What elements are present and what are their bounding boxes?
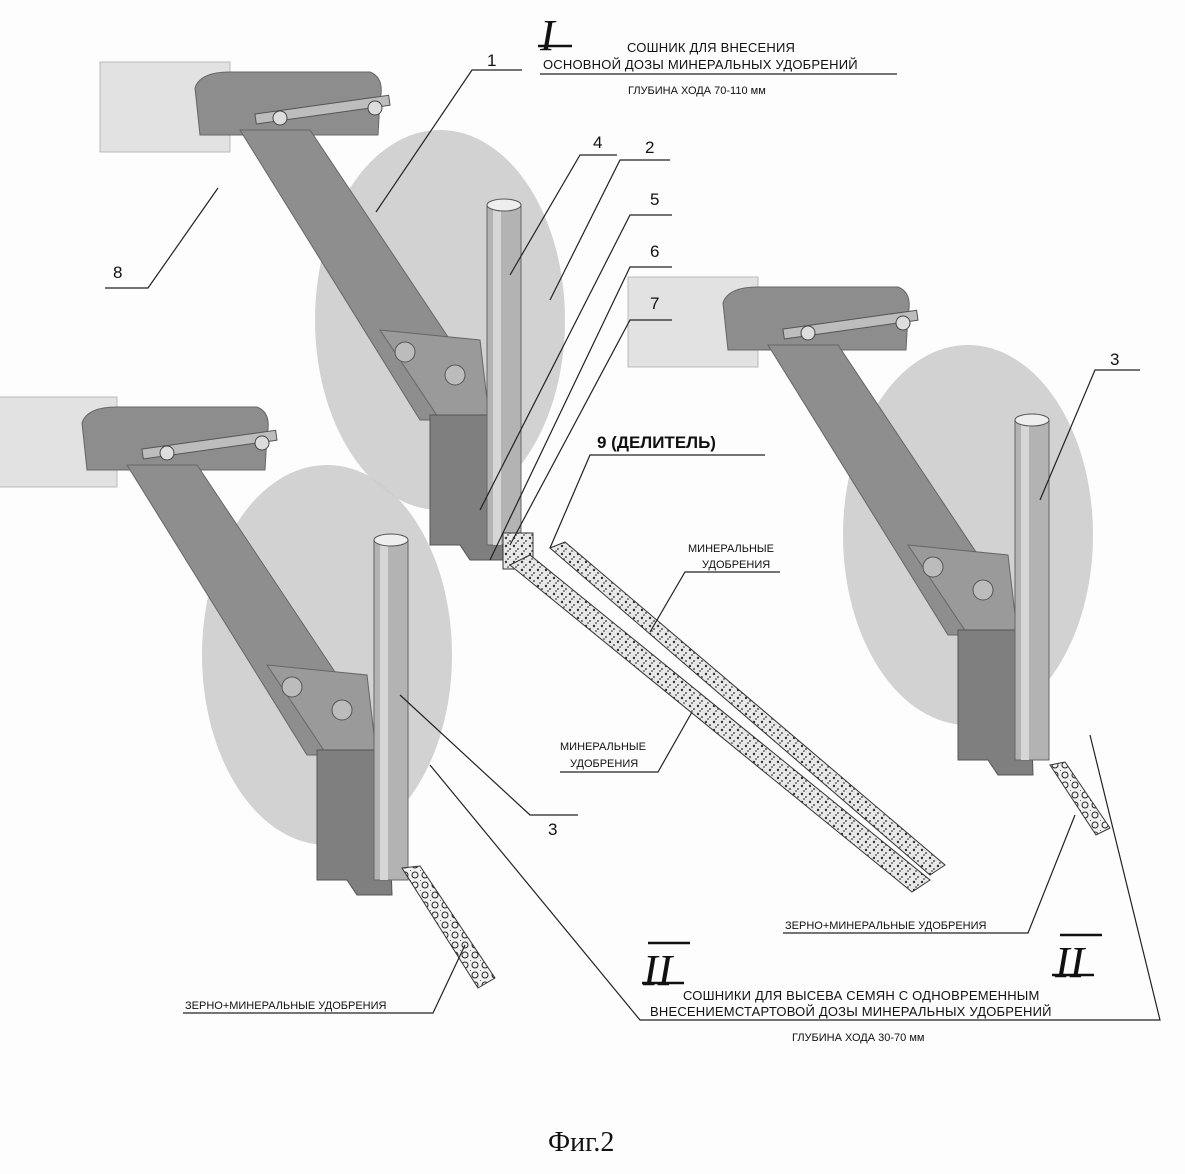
- svg-text:МИНЕРАЛЬНЫЕ: МИНЕРАЛЬНЫЕ: [560, 741, 646, 753]
- svg-text:УДОБРЕНИЯ: УДОБРЕНИЯ: [570, 758, 638, 770]
- figure-caption: Фиг.2: [548, 1127, 614, 1158]
- svg-text:5: 5: [650, 190, 659, 209]
- section-one-title-1: СОШНИК ДЛЯ ВНЕСЕНИЯ: [627, 40, 795, 55]
- svg-text:6: 6: [650, 242, 659, 261]
- section-two-depth: ГЛУБИНА ХОДА 30-70 мм: [792, 1032, 924, 1044]
- svg-text:ЗЕРНО+МИНЕРАЛЬНЫЕ УДОБРЕНИЯ: ЗЕРНО+МИНЕРАЛЬНЫЕ УДОБРЕНИЯ: [185, 1000, 387, 1012]
- callout-8: 8: [105, 188, 218, 288]
- svg-text:2: 2: [645, 138, 654, 157]
- section-one-numeral: I: [539, 11, 557, 60]
- callout-2: 2: [550, 138, 670, 300]
- callout-9-divider: 9 (ДЕЛИТЕЛЬ): [550, 433, 765, 548]
- note-seed-left: ЗЕРНО+МИНЕРАЛЬНЫЕ УДОБРЕНИЯ: [183, 945, 465, 1013]
- svg-text:4: 4: [593, 133, 602, 152]
- svg-text:ЗЕРНО+МИНЕРАЛЬНЫЕ УДОБРЕНИЯ: ЗЕРНО+МИНЕРАЛЬНЫЕ УДОБРЕНИЯ: [785, 920, 987, 932]
- seed-strip-left: [402, 866, 495, 988]
- section-two-title-2: ВНЕСЕНИЕМСТАРТОВОЙ ДОЗЫ МИНЕРАЛЬНЫХ УДОБ…: [650, 1004, 1052, 1019]
- svg-text:3: 3: [548, 820, 557, 839]
- svg-text:7: 7: [650, 294, 659, 313]
- section-two-numeral-right: II: [1054, 938, 1087, 987]
- svg-text:МИНЕРАЛЬНЫЕ: МИНЕРАЛЬНЫЕ: [688, 543, 774, 555]
- section-two-title-1: СОШНИКИ ДЛЯ ВЫСЕВА СЕМЯН С ОДНОВРЕМЕННЫМ: [683, 988, 1040, 1003]
- svg-text:9 (ДЕЛИТЕЛЬ): 9 (ДЕЛИТЕЛЬ): [597, 433, 716, 452]
- svg-text:8: 8: [113, 263, 122, 282]
- section-one-title-2: ОСНОВНОЙ ДОЗЫ МИНЕРАЛЬНЫХ УДОБРЕНИЙ: [543, 57, 858, 72]
- svg-text:УДОБРЕНИЯ: УДОБРЕНИЯ: [702, 559, 770, 571]
- svg-text:1: 1: [487, 51, 496, 70]
- note-mineral-lower: МИНЕРАЛЬНЫЕ УДОБРЕНИЯ: [560, 712, 692, 772]
- svg-text:3: 3: [1110, 350, 1119, 369]
- section-two-numeral-left: II: [642, 946, 675, 995]
- section-one-depth: ГЛУБИНА ХОДА 70-110 мм: [628, 85, 766, 97]
- note-mineral-upper: МИНЕРАЛЬНЫЕ УДОБРЕНИЯ: [650, 543, 780, 632]
- seed-strip-right: [1050, 762, 1110, 835]
